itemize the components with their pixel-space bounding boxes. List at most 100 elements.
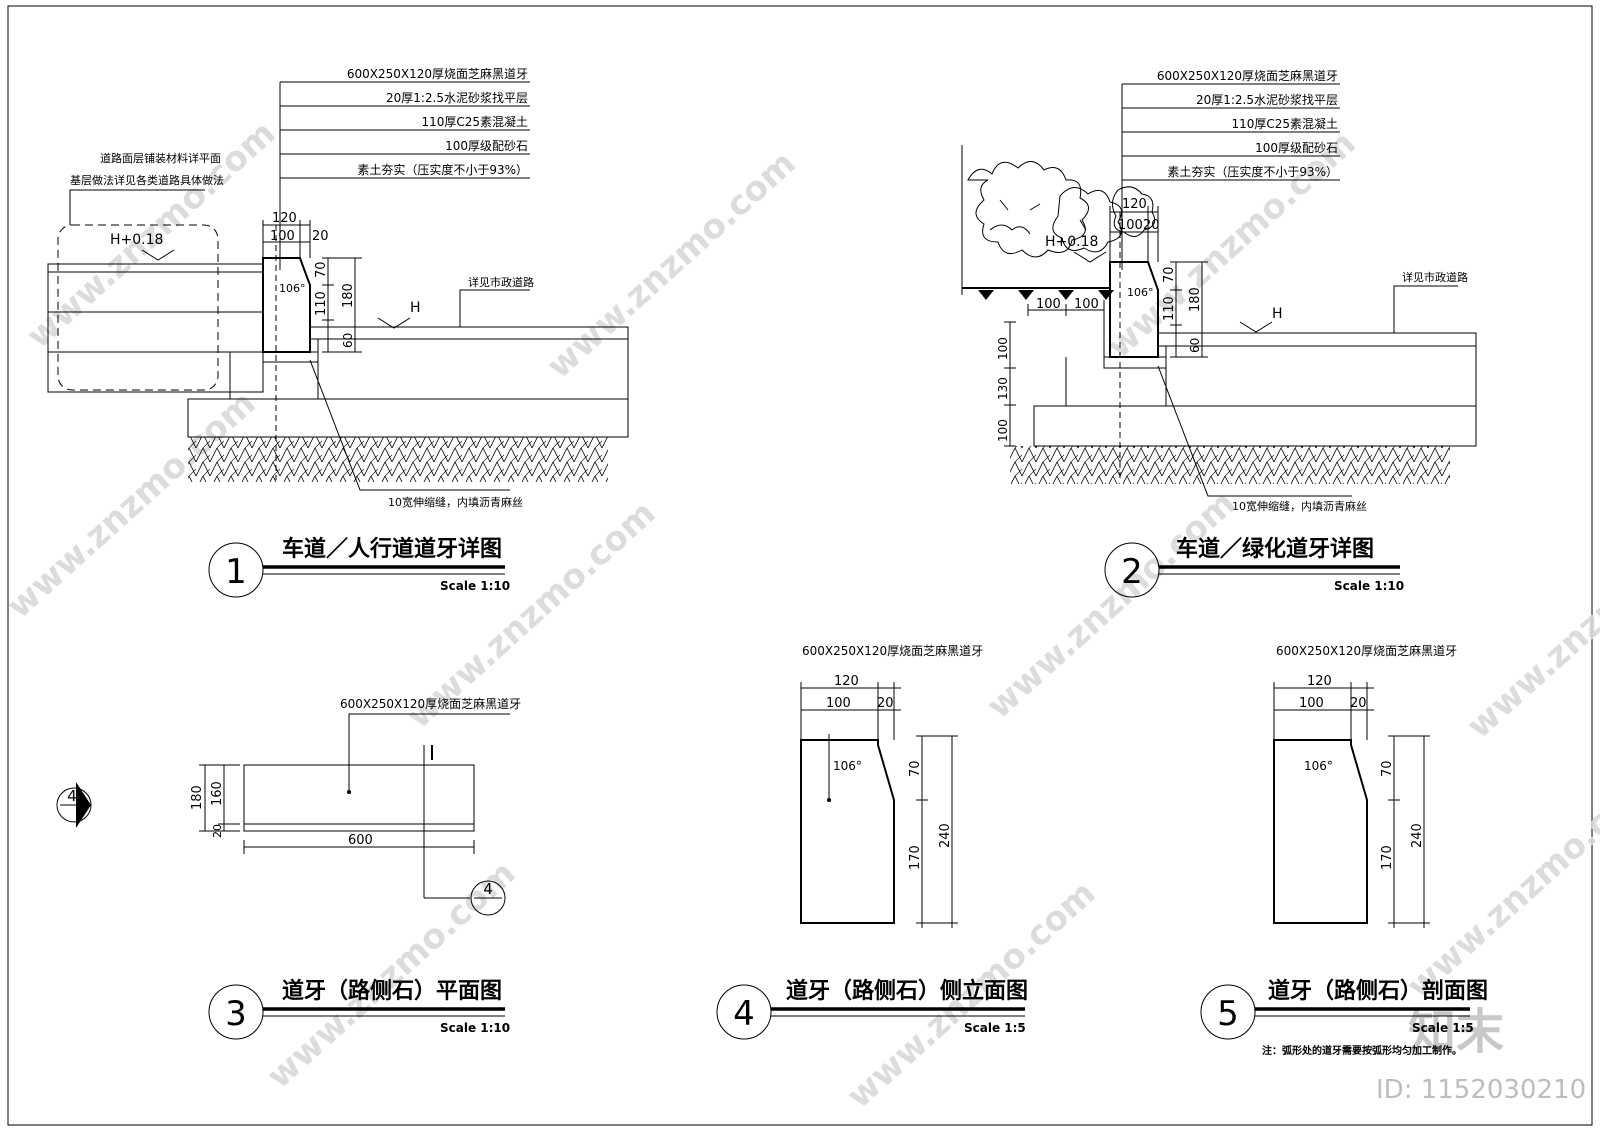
dimension-label: www.znzmo.com xyxy=(0,383,263,626)
detail-3-scale: Scale 1:10 xyxy=(440,1021,510,1035)
dimension-label: 100 xyxy=(996,419,1010,442)
dimension-label: 170 xyxy=(908,845,923,870)
detail-2-callout-soil: 素土夯实（压实度不小于93%） xyxy=(1167,164,1338,179)
dimension-label: 120 xyxy=(1307,674,1332,689)
detail-4-title-block: 4 道牙（路侧石）侧立面图 Scale 1:5 xyxy=(716,978,1028,1040)
section-direction-marker: 4 xyxy=(56,782,92,828)
dimension-label: 120 xyxy=(272,211,297,226)
detail-3-callout-curb: 600X250X120厚烧面芝麻黑道牙 xyxy=(340,696,521,711)
detail-2-scale: Scale 1:10 xyxy=(1334,579,1404,593)
detail-2-municipal-note: 详见市政道路 xyxy=(1402,270,1468,284)
detail-5-footnote: 注：弧形处的道牙需要按弧形均匀加工制作。 xyxy=(1262,1044,1462,1057)
detail-3-plan: 600X250X120厚烧面芝麻黑道牙 180 160 20 600 4 xyxy=(190,696,521,916)
detail-2-callout-curb: 600X250X120厚烧面芝麻黑道牙 xyxy=(1157,68,1338,83)
detail-1-callout-curb: 600X250X120厚烧面芝麻黑道牙 xyxy=(347,66,528,81)
dimension-label: www.znzmo.com xyxy=(979,483,1243,726)
dimension-label: 70 xyxy=(1162,266,1177,283)
detail-5-section: 600X250X120厚烧面芝麻黑道牙 120 100 20 106° 70 1… xyxy=(1273,643,1457,928)
dimension-label: www.znzmo.com xyxy=(1459,503,1600,746)
detail-2-callout-gravel: 100厚级配砂石 xyxy=(1255,141,1338,155)
dimension-label: www.znzmo.com xyxy=(539,143,803,386)
dimension-label: 120 xyxy=(834,674,859,689)
dimension-label: 120 xyxy=(1122,197,1147,212)
dimension-label: 170 xyxy=(1380,845,1395,870)
detail-2-title-block: 2 车道／绿化道牙详图 Scale 1:10 xyxy=(1104,536,1404,598)
dimension-label: www.znzmo.com xyxy=(1399,763,1600,1006)
detail-1-title: 车道／人行道道牙详图 xyxy=(282,536,502,562)
detail-1-level-base: H xyxy=(410,300,421,316)
dimension-label: 20 xyxy=(312,229,329,244)
dimension-label: 180 xyxy=(341,283,356,308)
dimension-label: 100 xyxy=(1299,696,1324,711)
dimension-label: 70 xyxy=(314,261,329,278)
dimension-label: 106° xyxy=(1304,759,1333,773)
detail-4-callout-curb: 600X250X120厚烧面芝麻黑道牙 xyxy=(802,643,983,658)
detail-1-joint-note: 10宽伸缩缝，内填沥青麻丝 xyxy=(388,495,523,509)
dimension-label: 110 xyxy=(314,291,329,316)
dimension-label: 20 xyxy=(877,696,894,711)
dimension-label: 100 xyxy=(270,229,295,244)
dimension-label: 20 xyxy=(1143,218,1160,233)
detail-1-pave-note-1: 道路面层铺装材料详平面 xyxy=(100,151,221,165)
detail-4-elevation: 600X250X120厚烧面芝麻黑道牙 120 100 20 106° 70 1… xyxy=(800,643,983,928)
dimension-label: 70 xyxy=(1380,760,1395,777)
detail-5-callout-curb: 600X250X120厚烧面芝麻黑道牙 xyxy=(1276,643,1457,658)
detail-1-layer-callout: 600X250X120厚烧面芝麻黑道牙 20厚1:2.5水泥砂浆找平层 110厚… xyxy=(279,66,530,270)
dimension-label: 106° xyxy=(279,282,306,295)
dimension-label: 106° xyxy=(833,759,862,773)
detail-4-scale: Scale 1:5 xyxy=(964,1021,1026,1035)
dimension-label: 100 xyxy=(1036,297,1061,312)
dimension-label: 160 xyxy=(210,781,225,806)
dimension-label: 600 xyxy=(348,833,373,848)
brand-logo: 知末 xyxy=(1408,1004,1504,1060)
detail-2-level-raised: H+0.18 xyxy=(1045,234,1098,250)
detail-5-title-block: 5 道牙（路侧石）剖面图 Scale 1:5 注：弧形处的道牙需要按弧形均匀加工… xyxy=(1200,978,1488,1057)
detail-3-section-ref: 4 xyxy=(483,880,493,898)
detail-2-callout-concrete: 110厚C25素混凝土 xyxy=(1231,116,1338,131)
dimension-label: 100 xyxy=(1118,218,1143,233)
detail-5-scale: Scale 1:5 xyxy=(1412,1021,1474,1035)
detail-2-number: 2 xyxy=(1121,552,1143,592)
dimension-label: 20 xyxy=(211,824,224,838)
detail-1-section: 600X250X120厚烧面芝麻黑道牙 20厚1:2.5水泥砂浆找平层 110厚… xyxy=(47,66,629,509)
detail-1-pave-boundary xyxy=(57,224,219,391)
dimension-label: 130 xyxy=(996,377,1010,400)
detail-1-pave-note-2: 基层做法详见各类道路具体做法 xyxy=(70,173,224,187)
dimension-label: 240 xyxy=(1410,823,1425,848)
detail-1-curb-stone xyxy=(262,257,311,353)
detail-2-section: 600X250X120厚烧面芝麻黑道牙 20厚1:2.5水泥砂浆找平层 110厚… xyxy=(961,68,1477,513)
dimension-label: 100 xyxy=(1074,297,1099,312)
sheet-border xyxy=(7,5,1593,1126)
detail-3-curb-plan xyxy=(243,764,475,832)
detail-2-layer-callout: 600X250X120厚烧面芝麻黑道牙 20厚1:2.5水泥砂浆找平层 110厚… xyxy=(1121,68,1340,270)
detail-1-number: 1 xyxy=(225,552,247,592)
detail-5-number: 5 xyxy=(1217,994,1239,1034)
detail-1-municipal-note: 详见市政道路 xyxy=(468,275,534,289)
dimension-label: 60 xyxy=(341,333,355,348)
dimension-label: 100 xyxy=(996,337,1010,360)
dimension-label: 106° xyxy=(1127,286,1154,299)
detail-2-callout-mortar: 20厚1:2.5水泥砂浆找平层 xyxy=(1196,92,1338,107)
detail-3-number: 3 xyxy=(225,994,247,1034)
detail-2-title: 车道／绿化道牙详图 xyxy=(1176,536,1374,562)
dimension-label: 110 xyxy=(1162,296,1177,321)
detail-1-callout-gravel: 100厚级配砂石 xyxy=(445,139,528,153)
detail-1-callout-mortar: 20厚1:2.5水泥砂浆找平层 xyxy=(386,90,528,105)
dimension-label: 180 xyxy=(1188,287,1203,312)
detail-3-title: 道牙（路侧石）平面图 xyxy=(282,978,502,1004)
detail-5-title: 道牙（路侧石）剖面图 xyxy=(1268,978,1488,1004)
detail-2-joint-note: 10宽伸缩缝，内填沥青麻丝 xyxy=(1232,499,1367,513)
dimension-label: 20 xyxy=(1350,696,1367,711)
dimension-label: 180 xyxy=(190,785,205,810)
detail-3-title-block: 3 道牙（路侧石）平面图 Scale 1:10 xyxy=(208,978,510,1040)
detail-1-scale: Scale 1:10 xyxy=(440,579,510,593)
detail-1-callout-concrete: 110厚C25素混凝土 xyxy=(421,114,528,129)
dimension-label: 60 xyxy=(1188,338,1202,353)
detail-1-title-block: 1 车道／人行道道牙详图 Scale 1:10 xyxy=(208,536,510,598)
detail-2-level-base: H xyxy=(1272,306,1283,322)
dimension-label: 240 xyxy=(938,823,953,848)
dimension-label: 70 xyxy=(908,760,923,777)
dimension-label: www.znzmo.com xyxy=(1099,123,1363,366)
dimension-label: 4 xyxy=(67,787,77,805)
